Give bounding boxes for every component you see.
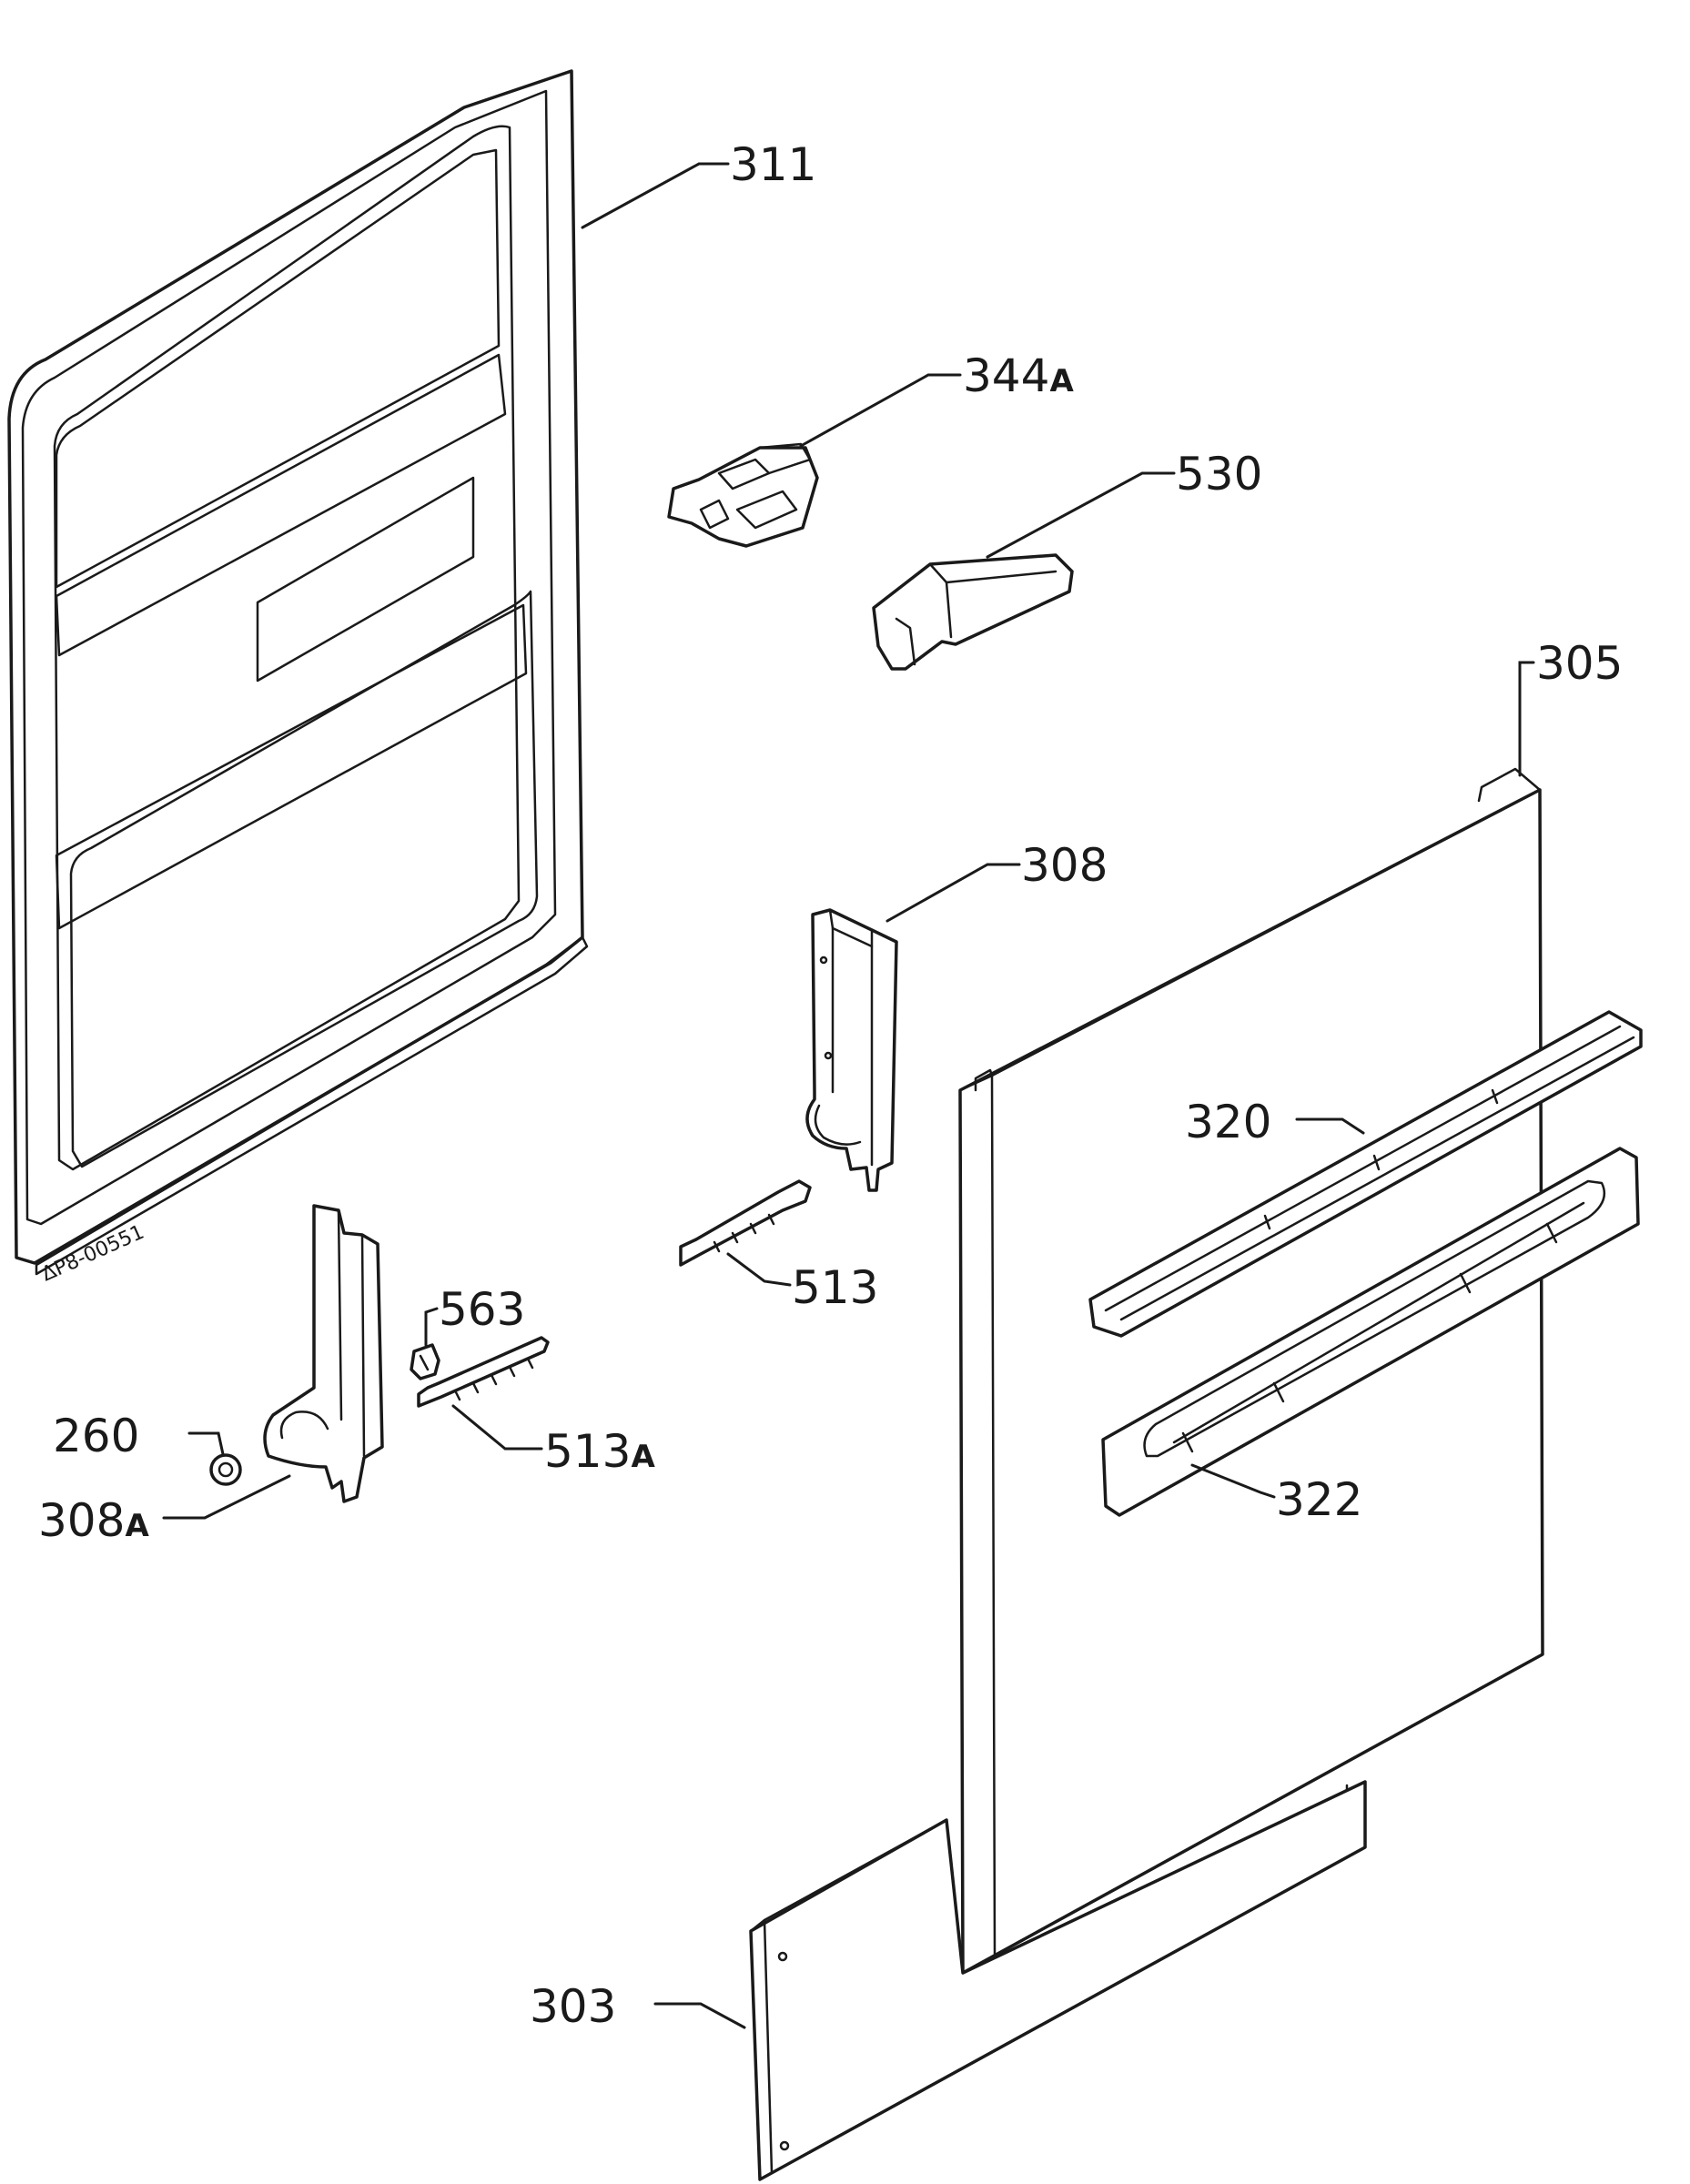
callout-563: 563	[439, 1283, 525, 1336]
leader-320	[1295, 1117, 1365, 1135]
leader-305	[1518, 661, 1535, 777]
part-303-kick-panel	[749, 1780, 1367, 2181]
callout-530: 530	[1176, 448, 1262, 500]
callout-344a: 344A	[963, 349, 1074, 402]
leader-260	[187, 1431, 225, 1456]
leader-322	[1190, 1463, 1276, 1499]
callout-260: 260	[53, 1410, 139, 1462]
leader-513	[726, 1252, 792, 1287]
callout-513a: 513A	[544, 1425, 655, 1478]
part-320-upper-rail	[1088, 1010, 1643, 1338]
part-513-bolt	[679, 1179, 812, 1267]
leader-344a	[799, 373, 962, 448]
leader-563	[424, 1307, 439, 1347]
callout-305: 305	[1536, 637, 1623, 690]
part-308-hinge-bracket	[805, 908, 898, 1192]
leader-lines	[162, 162, 1535, 2029]
callout-320: 320	[1185, 1096, 1271, 1148]
callout-303: 303	[530, 1980, 616, 2033]
part-513a-bolt	[417, 1336, 550, 1408]
leader-311	[581, 162, 730, 229]
leader-513a	[451, 1404, 543, 1451]
callout-308a: 308A	[38, 1494, 149, 1547]
leader-530	[986, 471, 1176, 559]
part-344a-door-lock	[667, 442, 819, 548]
part-530-handle	[872, 553, 1074, 671]
part-308a-hinge-bracket	[263, 1204, 384, 1503]
callout-labels: 311 344A 530 305 308 320 563 513 260 513…	[38, 138, 1623, 2033]
callout-311: 311	[730, 138, 816, 191]
leader-308	[885, 863, 1021, 923]
leader-303	[653, 2002, 746, 2029]
leader-308a	[162, 1474, 291, 1520]
part-322-lower-rail	[1101, 1147, 1640, 1517]
callout-322: 322	[1276, 1473, 1362, 1526]
part-260-nut	[209, 1453, 242, 1486]
callout-308: 308	[1021, 839, 1108, 892]
callout-513: 513	[792, 1261, 878, 1314]
part-563-pin	[410, 1343, 440, 1380]
part-311-inner-door	[7, 69, 589, 1276]
